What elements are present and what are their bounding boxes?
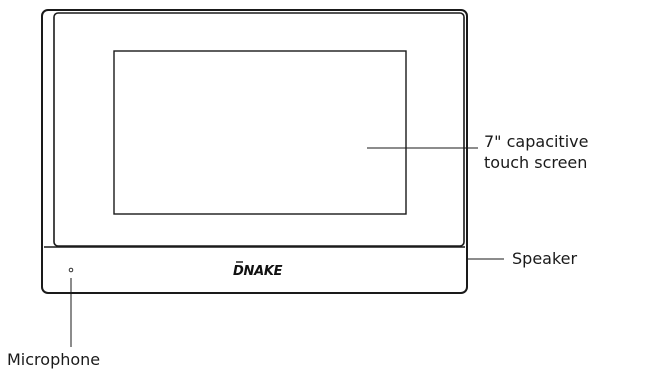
touch-screen [113,50,407,215]
microphone-callout-label: Microphone [7,350,101,369]
microphone-hole [68,267,74,273]
screen-callout-line2: touch screen [484,153,588,172]
brand-logo: DNAKE [233,264,283,279]
speaker-callout-label: Speaker [512,249,578,268]
screen-callout-label: 7" capacitive touch screen [484,131,588,173]
screen-callout-line1: 7" capacitive [484,132,589,151]
